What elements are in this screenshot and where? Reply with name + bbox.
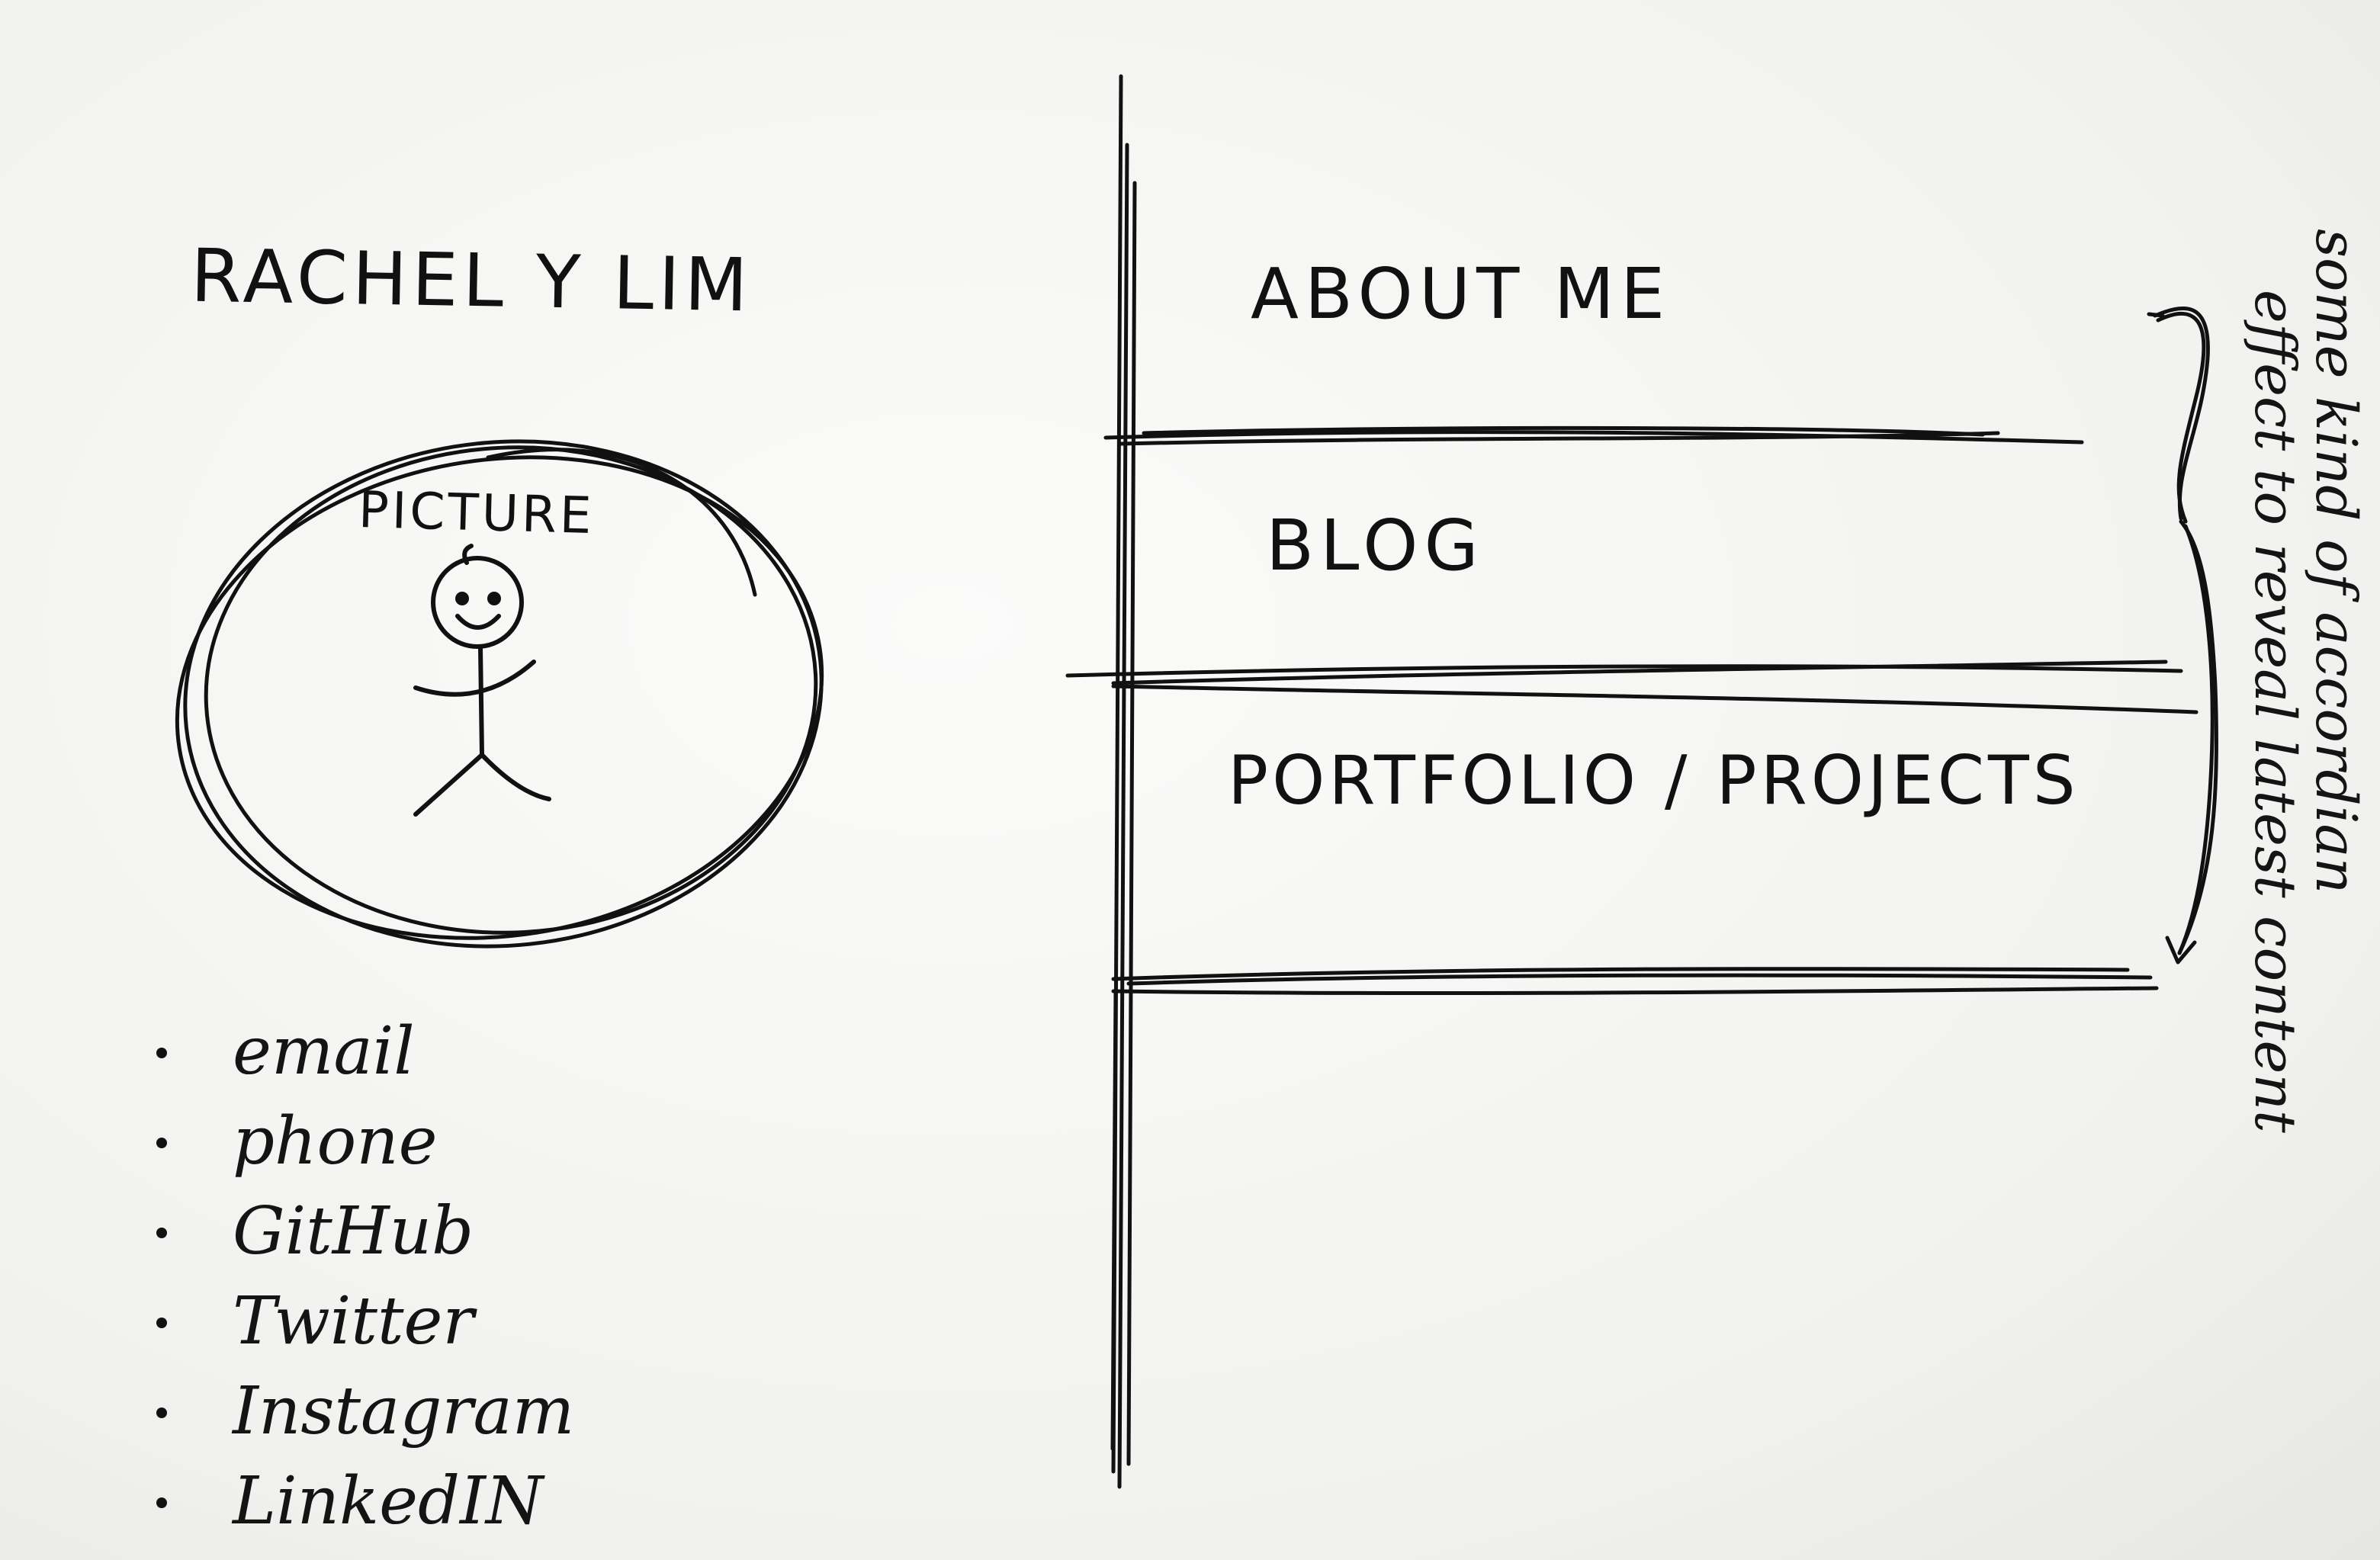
bullet-icon bbox=[156, 1138, 167, 1148]
bullet-icon bbox=[156, 1228, 167, 1238]
contact-link-label: Instagram bbox=[233, 1373, 575, 1449]
accordion-header-blog[interactable]: BLOG bbox=[1266, 505, 1485, 586]
column-divider bbox=[1110, 74, 1137, 1489]
contact-link-label: email bbox=[233, 1013, 415, 1090]
accordion-header-portfolio-projects[interactable]: PORTFOLIO / PROJECTS bbox=[1228, 741, 2080, 820]
picture-circle bbox=[175, 439, 824, 949]
accordion-separator-3 bbox=[1111, 967, 2159, 996]
picture-label: PICTURE bbox=[358, 480, 596, 546]
bullet-icon bbox=[156, 1048, 167, 1058]
stick-figure-icon bbox=[413, 544, 551, 817]
accordion-header-about-me[interactable]: ABOUT ME bbox=[1251, 253, 1672, 335]
accordion-annotation: some kind of accordian effect to reveal … bbox=[2242, 229, 2372, 1525]
bullet-icon bbox=[156, 1408, 167, 1418]
contact-link-label: phone bbox=[233, 1103, 438, 1180]
annotation-line-2: effect to reveal latest content bbox=[2242, 290, 2308, 1133]
annotation-line-1: some kind of accordian bbox=[2303, 229, 2369, 894]
accordion-separator-2 bbox=[1065, 660, 2199, 714]
contact-link-label: Twitter bbox=[233, 1283, 474, 1359]
profile-name: RACHEL Y LIM bbox=[190, 233, 753, 329]
bullet-icon bbox=[156, 1497, 167, 1508]
accordion-bracket-arrow-icon bbox=[2147, 307, 2219, 965]
contact-link-label: GitHub bbox=[233, 1193, 474, 1270]
accordion-separator-1 bbox=[1103, 425, 2084, 446]
bullet-icon bbox=[156, 1318, 167, 1328]
contact-link-label: LinkedIN bbox=[233, 1463, 544, 1539]
